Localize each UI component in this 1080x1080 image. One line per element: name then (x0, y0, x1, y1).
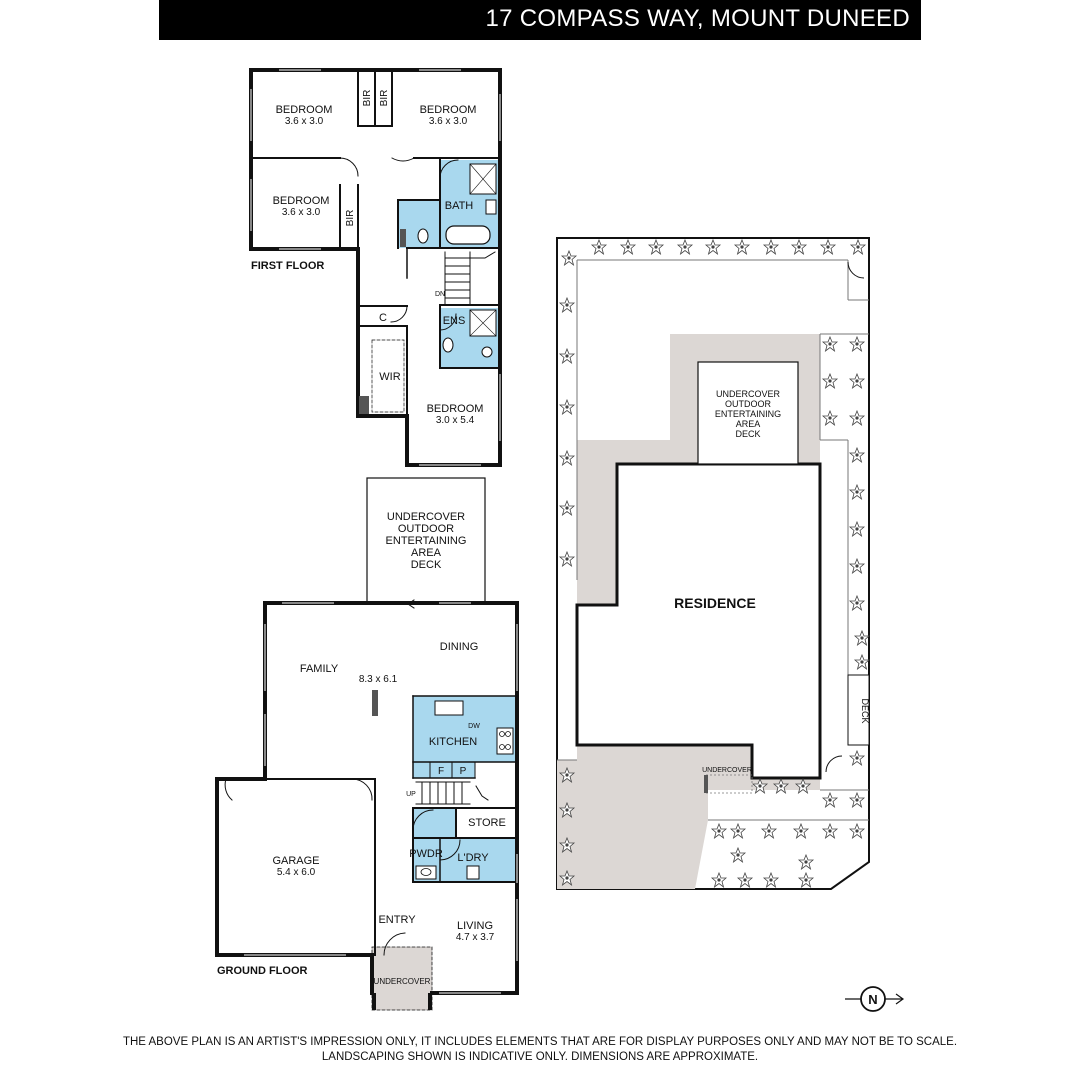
living-label: LIVING (457, 920, 493, 932)
deck-label-line-3: ENTERTAINING (386, 535, 467, 547)
bedroom-2-label: BEDROOM (420, 104, 477, 116)
first-floor-plan (249, 68, 502, 467)
fridge-label: F (438, 766, 444, 777)
stair-up-label: UP (406, 791, 416, 798)
bedroom-1-dimensions: 3.6 x 3.0 (285, 116, 324, 127)
side-deck-label: DECK (860, 698, 870, 723)
bedroom-2-dimensions: 3.6 x 3.0 (429, 116, 468, 127)
bir-label-1: BIR (362, 90, 373, 107)
pantry-label: P (460, 766, 467, 777)
bir-label-2: BIR (379, 90, 390, 107)
wir-label: WIR (379, 371, 400, 383)
entry-label: ENTRY (378, 914, 416, 926)
deck-label-line-5: DECK (411, 559, 442, 571)
disclaimer-line-2: LANDSCAPING SHOWN IS INDICATIVE ONLY. DI… (321, 1051, 759, 1063)
site-deck-label-line-2: OUTDOOR (725, 399, 771, 409)
north-label: N (868, 992, 877, 1007)
living-dimensions: 4.7 x 3.7 (456, 932, 495, 943)
garage-dimensions: 5.4 x 6.0 (277, 867, 316, 878)
stair-down-label: DN (435, 291, 445, 298)
dining-label: DINING (440, 641, 479, 653)
ground-floor-label: GROUND FLOOR (217, 965, 307, 977)
property-address: 17 COMPASS WAY, MOUNT DUNEED (485, 5, 910, 32)
store-label: STORE (468, 817, 506, 829)
title-bar: 17 COMPASS WAY, MOUNT DUNEED (159, 0, 921, 40)
kitchen-label: KITCHEN (429, 736, 477, 748)
disclaimer-line-1: THE ABOVE PLAN IS AN ARTIST'S IMPRESSION… (122, 1036, 958, 1048)
bedroom-3-label: BEDROOM (273, 195, 330, 207)
residence-label: RESIDENCE (674, 595, 756, 611)
family-label: FAMILY (300, 663, 339, 675)
disclaimer: THE ABOVE PLAN IS AN ARTIST'S IMPRESSION… (0, 1035, 1080, 1065)
bedroom-4-label: BEDROOM (427, 403, 484, 415)
first-floor-label: FIRST FLOOR (251, 260, 324, 272)
laundry-label: L'DRY (457, 852, 489, 864)
deck-label-line-2: OUTDOOR (398, 523, 454, 535)
dishwasher-label: DW (468, 723, 480, 730)
site-deck-label-line-4: AREA (736, 419, 761, 429)
site-deck-label-line-1: UNDERCOVER (716, 389, 781, 399)
ensuite-label: ENS (443, 315, 466, 327)
site-undercover-label: UNDERCOVER (702, 767, 752, 774)
site-deck-label-line-3: ENTERTAINING (715, 409, 781, 419)
family-dimensions: 8.3 x 6.1 (359, 674, 398, 685)
garage-label: GARAGE (272, 855, 319, 867)
cupboard-label: C (379, 312, 387, 324)
bath-label: BATH (445, 200, 474, 212)
deck-label-line-4: AREA (411, 547, 442, 559)
ground-floor-plan (215, 477, 519, 1011)
undercover-porch-label: UNDERCOVER (374, 977, 431, 986)
bedroom-4-dimensions: 3.0 x 5.4 (436, 415, 475, 426)
deck-label-line-1: UNDERCOVER (387, 511, 465, 523)
site-plan (556, 237, 870, 890)
bir-label-3: BIR (345, 210, 356, 227)
north-arrow-icon: N (845, 986, 905, 1012)
bedroom-1-label: BEDROOM (276, 104, 333, 116)
bedroom-3-dimensions: 3.6 x 3.0 (282, 207, 321, 218)
site-deck-label-line-5: DECK (735, 429, 760, 439)
powder-label: PWDR (409, 848, 443, 860)
